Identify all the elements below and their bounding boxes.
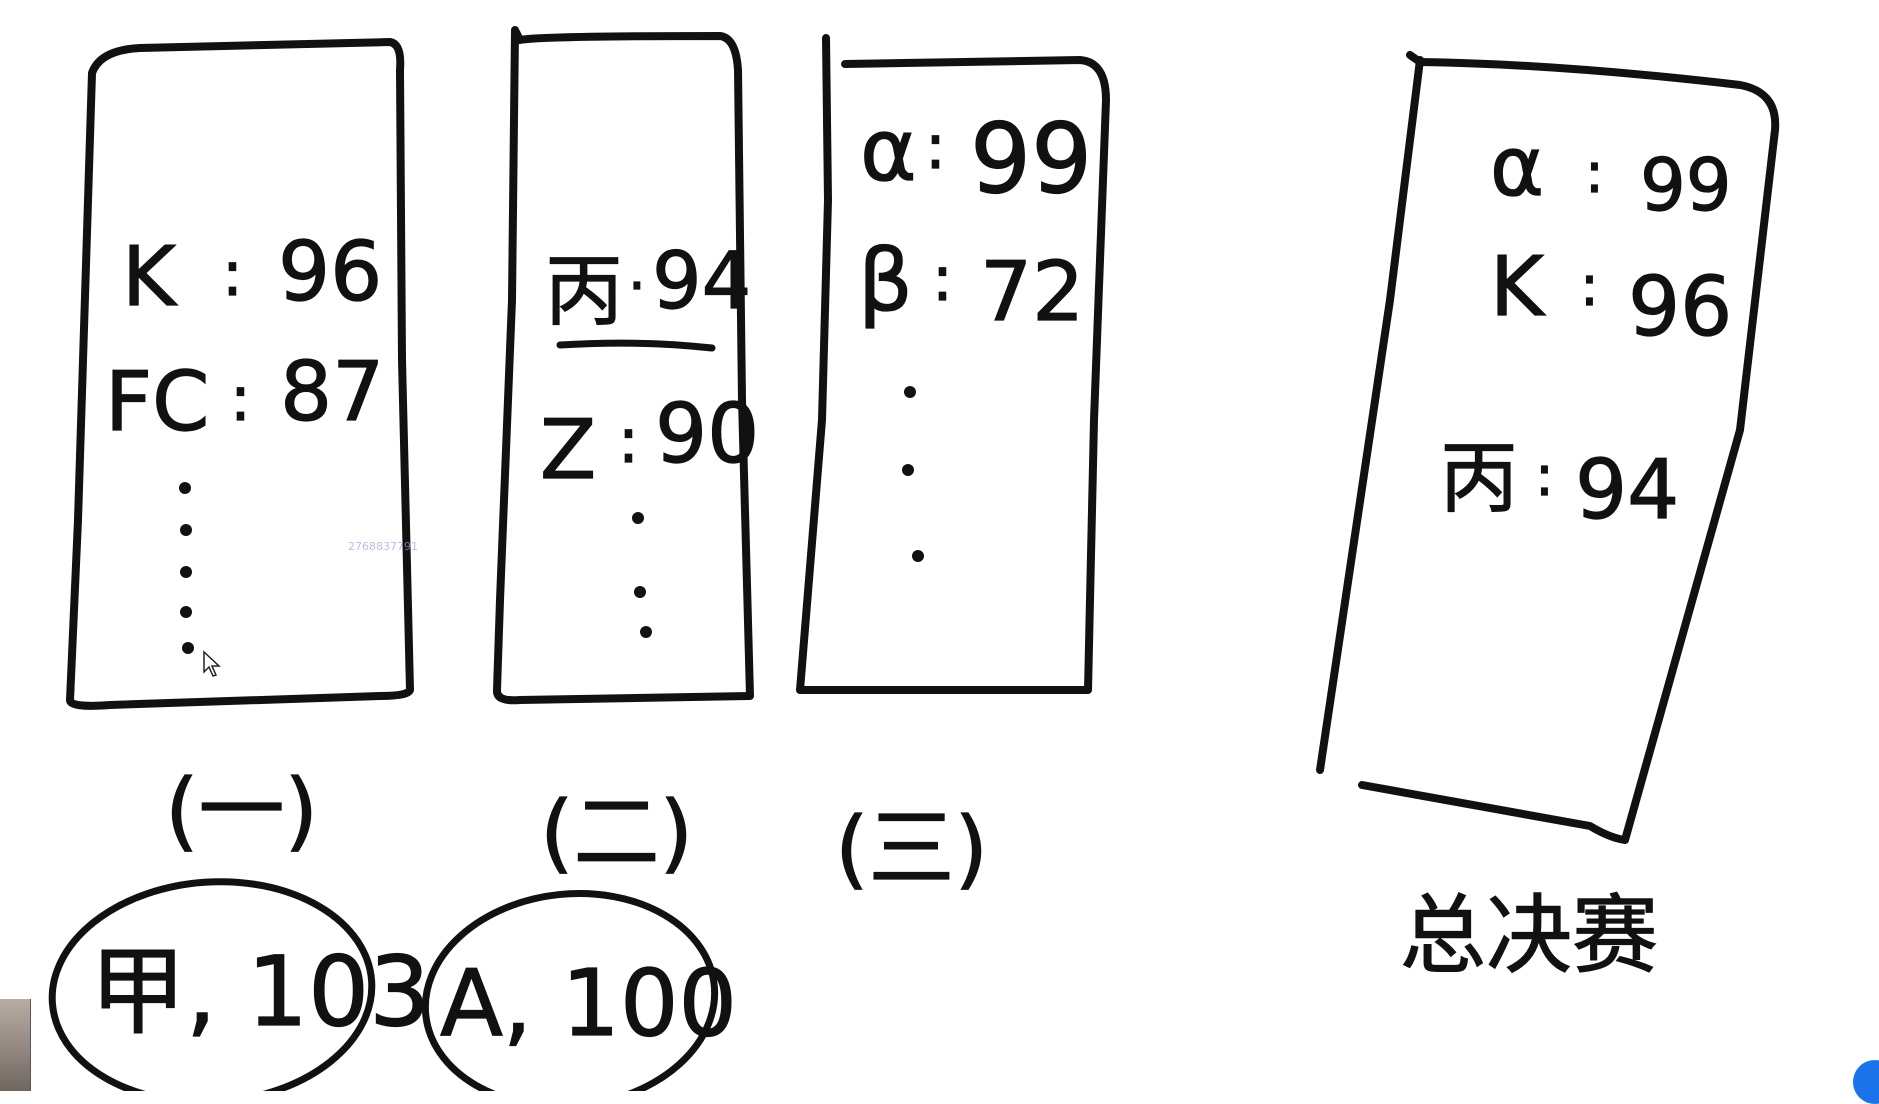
board-1-winner-circle (48, 878, 376, 1091)
mouse-pointer-icon (203, 650, 221, 677)
board-3-score-2-name: β (858, 231, 913, 331)
final-score-3-name: 丙 (1440, 434, 1518, 524)
board-1-ellipsis-dot-1 (179, 482, 191, 494)
board-1-winner: 甲, 103 (48, 878, 431, 1091)
board-3-colon-2: : (932, 242, 953, 315)
final-colon-1: : (1585, 141, 1604, 206)
board-2-winner: A, 100 (421, 889, 738, 1091)
board-1-score-1-name: K (122, 230, 178, 325)
board-2-score-2-value: 90 (655, 387, 759, 482)
board-1-ellipsis-dot-5 (182, 642, 194, 654)
final-score-2-name: K (1490, 240, 1546, 335)
board-1-ellipsis-dot-4 (180, 606, 192, 618)
board-3-score-1-name: α (860, 101, 917, 201)
final-score-1-value: 99 (1640, 143, 1732, 227)
board-1: K : 96 FC : 87 (66, 38, 414, 710)
final-board: α : 99 K : 96 丙 : 94 (1316, 51, 1780, 844)
board-1-colon-2: : (230, 362, 251, 435)
final-colon-2: : (1580, 254, 1599, 319)
board-2-winner-text: A, 100 (440, 950, 737, 1057)
board-2-colon-1: · (628, 254, 646, 319)
board-2-label: (二) (540, 783, 693, 883)
board-3-score-1-value: 99 (970, 103, 1092, 215)
board-3-score-2-value: 72 (980, 245, 1084, 340)
final-board-outline (1316, 51, 1780, 844)
final-colon-3: : (1535, 444, 1554, 509)
board-3-ellipsis-dot-1 (904, 386, 916, 398)
final-score-2-value: 96 (1628, 260, 1732, 355)
board-3: α : 99 β : 72 (796, 34, 1110, 694)
board-1-colon-1: : (222, 237, 243, 310)
board-1-outline (66, 38, 414, 710)
board-1-ellipsis-dot-2 (180, 524, 192, 536)
board-3-colon-1: : (925, 110, 946, 183)
board-2-underline (556, 339, 716, 352)
board-1-score-2-value: 87 (280, 345, 384, 440)
board-2-outline (493, 26, 754, 705)
board-3-ellipsis-dot-3 (912, 550, 924, 562)
board-2-ellipsis-dot-2 (634, 586, 646, 598)
board-2-winner-circle (421, 889, 719, 1091)
board-1-label: (一) (165, 761, 318, 861)
board-2-ellipsis-dot-3 (640, 626, 652, 638)
board-3-label: (三) (835, 799, 988, 899)
board-2-score-1-name: 丙 (545, 247, 623, 337)
board-1-winner-text: 甲, 103 (90, 936, 430, 1048)
final-score-1-name: α (1490, 120, 1544, 215)
board-1-score-2-name: FC (105, 355, 209, 450)
board-2-ellipsis-dot-1 (632, 512, 644, 524)
board-3-ellipsis-dot-2 (902, 464, 914, 476)
board-1-score-1-value: 96 (278, 225, 382, 320)
participant-video-thumbnail[interactable] (0, 999, 31, 1091)
watermark-text: 2768837791 (348, 540, 418, 553)
board-2-colon-2: : (618, 404, 639, 477)
board-2-score-2-name: Z (540, 403, 596, 498)
final-board-label: 总决赛 (1400, 886, 1658, 986)
final-score-3-value: 94 (1575, 443, 1679, 538)
board-3-outline (796, 34, 1110, 694)
board-2: 丙 · 94 Z : 90 (493, 26, 760, 705)
board-1-ellipsis-dot-3 (180, 566, 192, 578)
board-2-score-1-value: 94 (652, 237, 751, 327)
